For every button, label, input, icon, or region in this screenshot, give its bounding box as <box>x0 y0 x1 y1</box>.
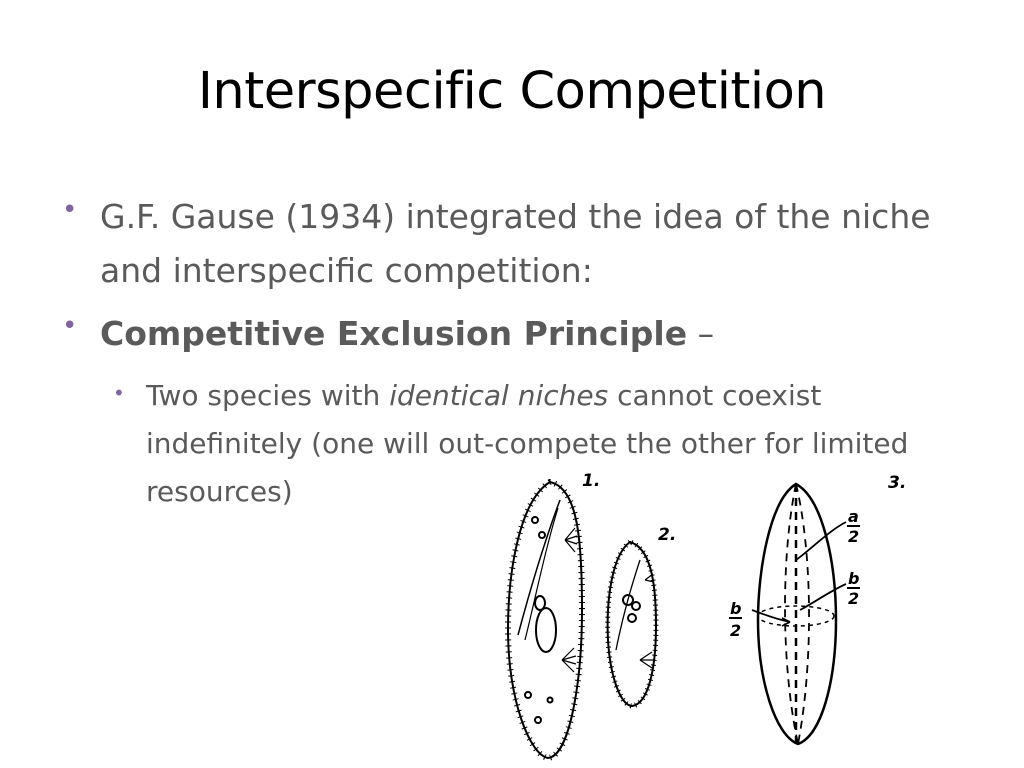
paramecium-illustration: 1. 2. 3. a 2 b 2 b 2 <box>490 460 930 765</box>
paramecium-2 <box>605 539 659 709</box>
fraction-a-numerator: a <box>848 507 859 526</box>
fraction-a-denominator: 2 <box>848 527 859 546</box>
definition-text-1: Two species with <box>146 379 390 412</box>
bullet-principle: Competitive Exclusion Principle – <box>100 307 940 361</box>
fraction-b2-denominator: 2 <box>730 621 741 640</box>
figure-label-2: 2. <box>658 525 676 545</box>
definition-text-2: cannot coexist indefinitely (one will ou… <box>146 379 909 508</box>
principle-name: Competitive Exclusion Principle <box>100 314 688 353</box>
sub-bullet-dot: • <box>113 381 125 405</box>
principle-dash: – <box>687 314 715 353</box>
fraction-b-denominator: 2 <box>848 589 859 608</box>
definition-italic: identical niches <box>389 379 609 412</box>
fraction-b2-numerator: b <box>730 599 741 618</box>
bullet-dot: • <box>62 311 78 341</box>
paramecium-3 <box>751 482 847 746</box>
slide-title: Interspecific Competition <box>197 62 827 121</box>
bullet-gause: G.F. Gause (1934) integrated the idea of… <box>100 197 931 290</box>
bullet-dot: • <box>62 195 78 225</box>
figure-label-3: 3. <box>888 473 906 493</box>
sub-bullet-definition: Two species with identical niches cannot… <box>146 372 946 516</box>
figure-label-1: 1. <box>582 471 600 491</box>
fraction-b-numerator: b <box>848 569 859 588</box>
paramecium-1 <box>504 478 586 762</box>
